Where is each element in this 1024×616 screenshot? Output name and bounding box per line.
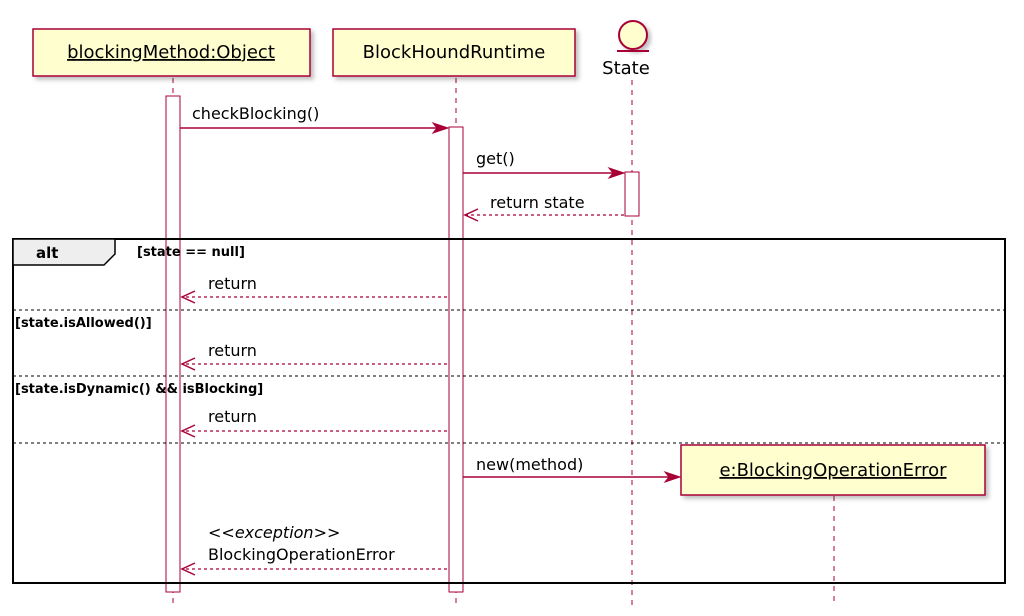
alt-label-tab <box>12 238 116 266</box>
message-return-state: return state <box>463 193 624 222</box>
message-exception-stereotype: <<exception>> <box>208 523 340 542</box>
participant-caller-label: blockingMethod:Object <box>67 42 275 63</box>
message-exception-label: BlockingOperationError <box>208 545 395 564</box>
alt-guard-state-null: [state == null] <box>137 245 245 260</box>
message-new-method: new(method) <box>463 455 682 484</box>
message-return-state-label: return state <box>490 193 585 212</box>
message-get-label: get() <box>476 149 515 168</box>
message-new-method-label: new(method) <box>476 455 583 474</box>
caller-activation <box>165 95 181 593</box>
state-activation <box>624 171 640 217</box>
entity-icon <box>617 20 649 52</box>
participant-caller: blockingMethod:Object <box>32 28 311 77</box>
message-return-allowed: return <box>180 341 447 371</box>
alt-guard-is-allowed: [state.isAllowed()] <box>15 316 152 331</box>
participant-state: State <box>602 20 650 79</box>
message-return-null: return <box>180 274 447 304</box>
participant-error: e:BlockingOperationError <box>680 444 986 496</box>
message-get: get() <box>463 149 626 180</box>
message-return-dynamic-label: return <box>208 407 257 426</box>
participant-state-label: State <box>602 58 650 79</box>
alt-label: alt <box>36 244 58 262</box>
runtime-activation <box>448 126 464 593</box>
message-check-blocking-label: checkBlocking() <box>192 104 319 123</box>
participant-error-label: e:BlockingOperationError <box>719 460 947 481</box>
participant-runtime: BlockHoundRuntime <box>332 28 576 77</box>
alt-guard-is-dynamic: [state.isDynamic() && isBlocking] <box>15 382 263 397</box>
participant-runtime-label: BlockHoundRuntime <box>363 42 546 63</box>
message-return-allowed-label: return <box>208 341 257 360</box>
message-return-null-label: return <box>208 274 257 293</box>
message-exception: <<exception>> BlockingOperationError <box>180 523 447 576</box>
alt-fragment: alt [state == null] [state.isAllowed()] … <box>12 238 1006 584</box>
message-check-blocking: checkBlocking() <box>180 104 450 135</box>
message-return-dynamic: return <box>180 407 447 438</box>
